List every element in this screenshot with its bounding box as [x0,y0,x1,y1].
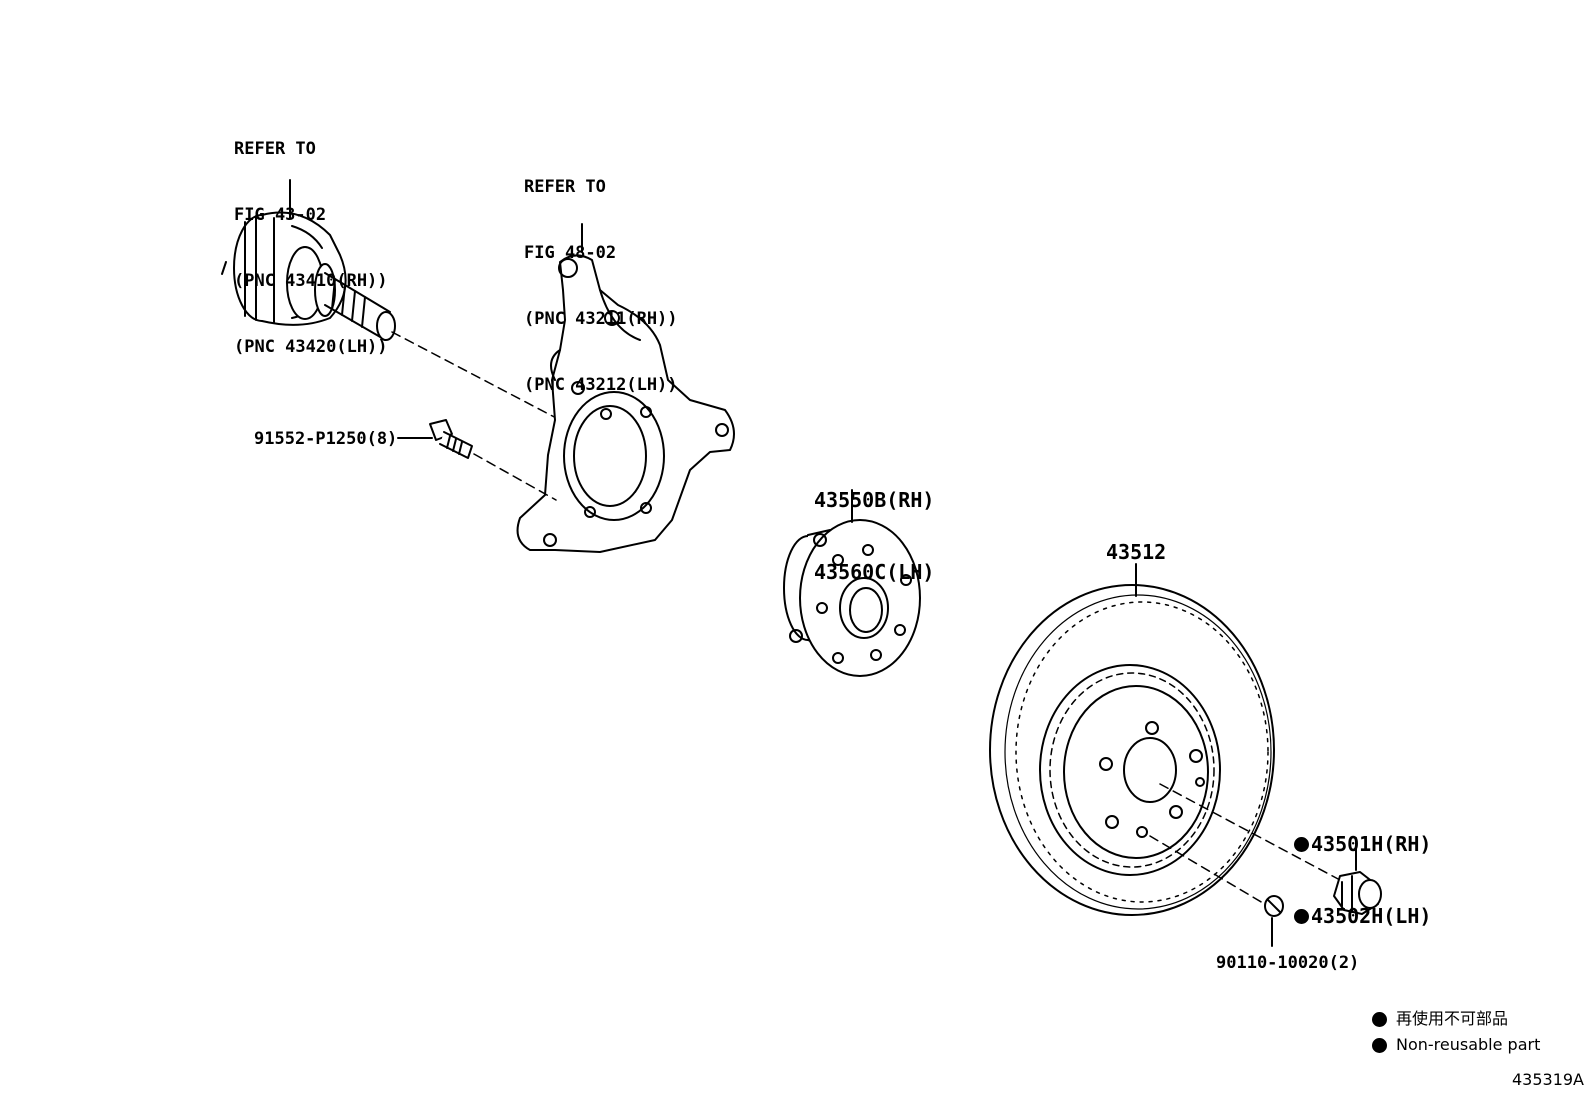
flange-bolt [429,419,473,459]
nut-lh-part-number: 43502H(LH) [1311,904,1432,928]
steering-knuckle [516,254,735,553]
nut-lh-row: 43502H(LH) [1294,904,1431,928]
legend-row-japanese: 再使用不可部品 [1372,1006,1540,1032]
screw-axis-dashed [1149,835,1269,907]
nut-part-number: 43501H(RH) 43502H(LH) [1294,784,1431,952]
hub-rh-part-number: 43550B(RH) [814,488,935,512]
legend-english-text: Non-reusable part [1396,1035,1541,1054]
bolt-axis-dashed [473,453,557,501]
screw-part-number: 90110-10020(2) [1216,953,1360,973]
nut-rh-part-number: 43501H(RH) [1311,832,1432,856]
knuckle-ref-line-2: FIG 48-02 [524,243,617,263]
hub-nut [1333,871,1382,915]
knuckle-ref-line-1: REFER TO [524,177,606,197]
driveshaft-ref-line-4: (PNC 43420(LH)) [234,337,388,357]
nut-rh-row: 43501H(RH) [1294,832,1431,856]
non-reusable-icon [1294,909,1309,924]
disc-set-screw [1264,895,1284,917]
driveshaft-ref-line-3: (PNC 43410(RH)) [234,271,388,291]
disc-part-number: 43512 [1106,540,1167,564]
bolt-part-number: 91552-P1250(8) [254,429,398,449]
brake-disc [989,584,1275,916]
hub-part-number: 43550B(RH) 43560C(LH) [814,440,934,608]
knuckle-reference-label: REFER TO FIG 48-02 (PNC 43211(RH)) (PNC … [524,132,678,418]
knuckle-ref-line-3: (PNC 43211(RH)) [524,309,678,329]
nut-axis-dashed [1159,783,1341,881]
filled-circle-icon [1372,1037,1387,1053]
legend-japanese-text: 再使用不可部品 [1396,1009,1509,1028]
hub-lh-part-number: 43560C(LH) [814,560,935,584]
driveshaft-reference-label: REFER TO FIG 43-02 (PNC 43410(RH)) (PNC … [234,94,388,380]
driveshaft-ref-line-2: FIG 43-02 [234,205,327,225]
figure-number: 435319A [1511,1070,1584,1089]
non-reusable-icon [1294,837,1309,852]
driveshaft-ref-line-1: REFER TO [234,139,316,159]
drive-shaft-joint [221,211,396,341]
hub-bearing [783,519,921,677]
legend-row-english: Non-reusable part [1372,1032,1540,1058]
knuckle-ref-line-4: (PNC 43212(LH)) [524,375,678,395]
shaft-axis-dashed [391,331,561,421]
filled-circle-icon [1372,1011,1387,1027]
legend: 再使用不可部品 Non-reusable part [1372,1006,1540,1058]
